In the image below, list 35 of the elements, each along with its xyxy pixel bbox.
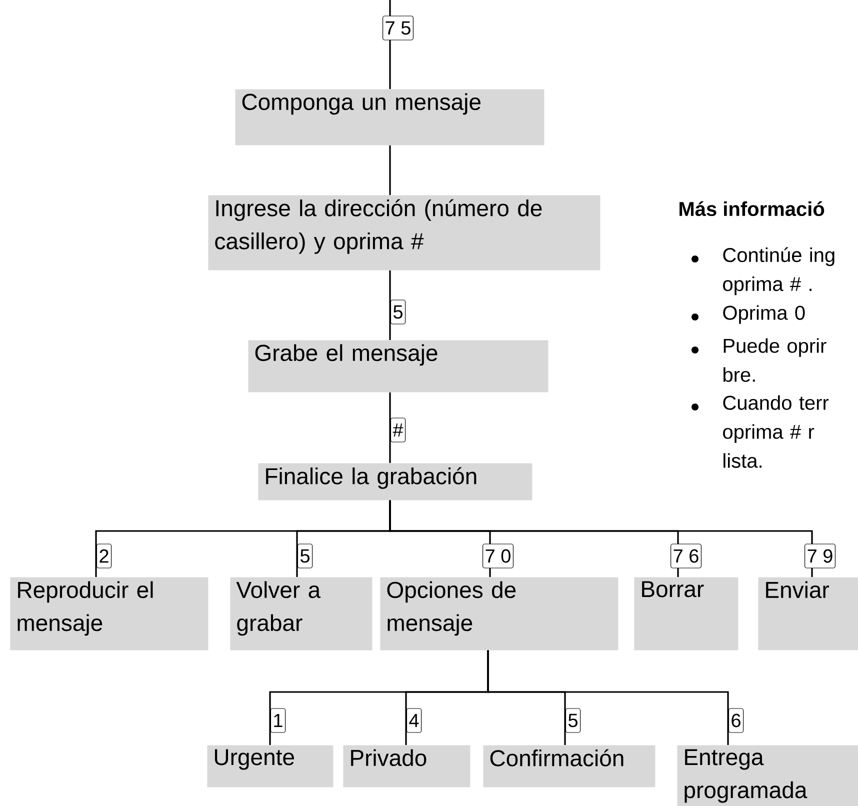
step-box: Confirmación [483, 745, 656, 788]
connector-line [389, 500, 813, 577]
note-heading: Más informació [680, 201, 824, 216]
key-label: 7 0 [482, 544, 514, 568]
step-box: Volver a grabar [230, 577, 372, 650]
key-label: 7 6 [670, 544, 702, 568]
step-box: Opciones de mensaje [380, 577, 618, 650]
key-label: 6 [728, 708, 744, 733]
step-box: Enviar [758, 577, 858, 650]
key-label: 4 [406, 708, 422, 733]
connector-line [487, 650, 729, 745]
key-label: 2 [96, 544, 112, 568]
key-label: 7 9 [804, 544, 836, 568]
step-box: Finalice la grabación [258, 463, 532, 500]
key-label: 5 [390, 300, 406, 324]
note-text: Continúe ing oprima # . [723, 247, 834, 296]
connector-line [389, 392, 391, 463]
step-box: Entrega programada [677, 745, 858, 806]
key-label: 5 [565, 708, 581, 733]
step-box: Borrar [634, 577, 738, 650]
note-text: Puede oprir bre. [724, 338, 826, 382]
step-box: Reproducir el mensaje [10, 577, 208, 650]
step-box: Urgente [207, 745, 334, 788]
key-label: 5 [297, 544, 313, 568]
step-box: Privado [343, 745, 470, 788]
note-text: Cuando terr oprima # r lista. [723, 395, 829, 468]
step-box: Componga un mensaje [235, 89, 544, 146]
key-label: 1 [270, 708, 286, 733]
step-box: Ingrese la dirección (número de casillero) y oprima # [208, 195, 600, 270]
connector-line [389, 145, 391, 195]
key-label: # [390, 418, 406, 442]
key-label: 7 5 [382, 16, 414, 40]
step-box: Grabe el mensaje [248, 340, 548, 392]
note-text: Oprima 0 [723, 305, 805, 324]
connector-line [389, 270, 391, 340]
